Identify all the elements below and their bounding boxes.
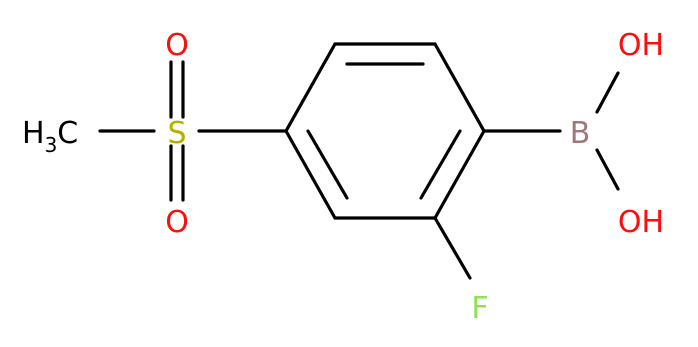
ring-bond-upper-right <box>433 42 486 133</box>
methyl-c: C <box>57 116 78 151</box>
atom-labels: H3C S O O F B OH OH <box>22 28 664 326</box>
atom-label-hydroxyl-bottom: OH <box>618 205 664 240</box>
bond-ring-fluorine <box>433 216 472 280</box>
atom-label-hydroxyl-top: OH <box>618 28 664 63</box>
ring-double-bond-right <box>419 129 462 200</box>
atom-label-fluorine: F <box>471 291 488 326</box>
ring-bond-lower-right <box>433 129 486 220</box>
ring-bond-lower-left <box>284 129 337 220</box>
methyl-h: H <box>22 116 45 151</box>
atom-label-oxygen-top: O <box>165 28 189 63</box>
bond-boron-hydroxyl-top <box>595 71 620 114</box>
bond-boron-hydroxyl-bottom <box>595 148 620 191</box>
atom-label-oxygen-bottom: O <box>165 205 189 240</box>
bond-group <box>98 42 620 280</box>
atom-label-methyl: H3C <box>22 116 78 157</box>
ring-bond-upper-left <box>284 42 337 133</box>
atom-label-boron: B <box>570 116 591 151</box>
methyl-subscript: 3 <box>45 133 58 157</box>
ring-double-bond-left <box>306 129 349 200</box>
atom-label-sulfur: S <box>167 116 186 151</box>
